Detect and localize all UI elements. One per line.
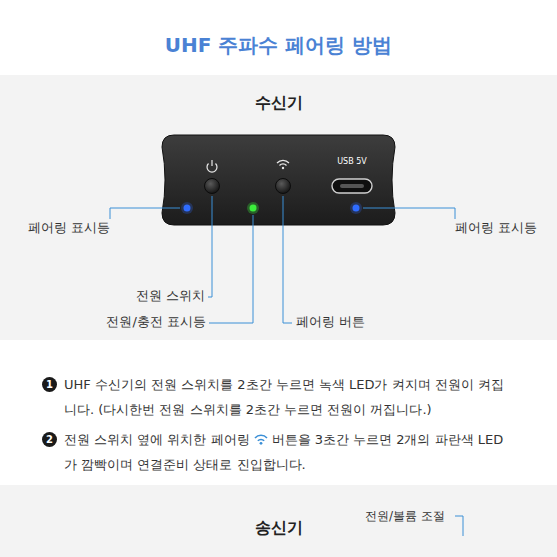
page-title: UHF 주파수 페어링 방법: [0, 32, 557, 58]
callout-label: 전원/충전 표시등: [106, 314, 206, 330]
callout-label: 페어링 표시등: [455, 220, 537, 236]
band-heading: 송신기: [0, 518, 557, 537]
callout-label: 페어링 버튼: [296, 314, 365, 330]
callout-number: 2: [42, 432, 57, 447]
wifi-icon: [253, 433, 269, 445]
instruction-line: UHF 수신기의 전원 스위치를 2초간 누르면 녹색 LED가 켜지며 전원이…: [64, 377, 504, 417]
instruction-text: UHF 수신기의 전원 스위치를 2초간 누르면 녹색 LED가 켜지며 전원이…: [64, 372, 514, 422]
wifi-arc: [257, 439, 263, 440]
wifi-arc: [255, 435, 267, 438]
receiver-band: 수신기 USB 5V 페어링 표시등 페어링 표시등전원 스위치전원/충전 표시등 페어…: [0, 75, 557, 340]
wifi-dot: [259, 442, 262, 445]
receiver-band: [0, 75, 557, 340]
callout-label: 전원/볼륨 조절: [365, 508, 445, 524]
receiver-device: [162, 135, 395, 225]
callout-label: 전원 스위치: [136, 288, 205, 304]
callout-label: 페어링 표시등: [28, 220, 110, 236]
instruction-line: 전원 스위치 옆에 위치한 페어링: [64, 432, 250, 447]
callout-number: 1: [42, 377, 57, 392]
transmitter-band: [0, 485, 557, 557]
port-label: USB 5V: [332, 157, 372, 167]
instruction-text: 전원 스위치 옆에 위치한 페어링버튼을 3초간 누르면 2개의 파란색 LED…: [64, 427, 514, 477]
receiver-device: USB 5V: [160, 135, 397, 225]
band-heading: 수신기: [0, 93, 557, 112]
transmitter-band: 송신기전원/볼륨 조절: [0, 485, 557, 557]
leader-lines: [110, 196, 463, 536]
